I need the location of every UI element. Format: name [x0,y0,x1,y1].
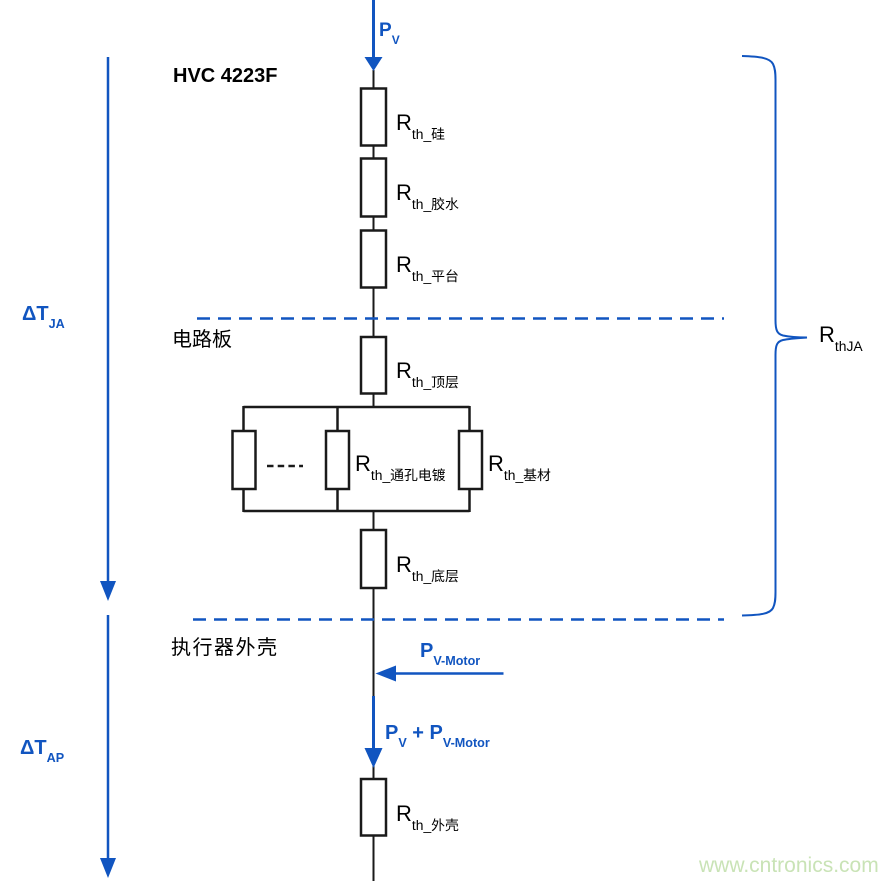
dtja-label: ΔTJA [22,303,65,332]
rthja-brace [741,55,808,617]
rthja-label: RthJA [819,322,863,354]
resistor-substrate [457,429,484,491]
resistor-platform [359,229,388,289]
psum-arrowhead-icon [364,748,383,768]
resistor-top-layer-label: Rth_顶层 [396,358,459,390]
pvmotor-label: PV-Motor [420,640,481,669]
resistor-housing-label: Rth_外壳 [396,801,459,833]
resistor-silicon-label: Rth_硅 [396,110,446,142]
resistor-bottom-layer [359,528,388,590]
pvmotor-arrowhead-icon [375,665,396,682]
psum-label: PV + PV-Motor [385,722,490,751]
chip-title: HVC 4223F [173,65,278,87]
resistor-housing [359,777,388,837]
resistor-top-layer [359,335,388,395]
parallel-network-wires [242,405,471,513]
resistor-bottom-layer-label: Rth_底层 [396,552,459,584]
dtap-arrowhead-icon [100,858,116,878]
resistor-parallel-extra [231,429,257,491]
actuator-section-label: 执行器外壳 [171,637,279,659]
resistor-platform-label: Rth_平台 [396,252,459,284]
resistor-glue [359,157,388,218]
pv-label: PV [379,20,400,47]
resistor-silicon [359,87,388,147]
pv-arrowhead-icon [364,57,383,71]
resistor-via-plating [324,429,351,491]
resistor-via-plating-label: Rth_通孔电镀 [355,451,446,483]
watermark: www.cntronics.com [699,854,879,877]
board-section-label: 电路板 [172,329,232,351]
resistor-glue-label: Rth_胶水 [396,180,459,212]
dtap-label: ΔTAP [20,737,65,766]
dtja-arrowhead-icon [100,581,116,601]
resistor-substrate-label: Rth_基材 [488,451,551,483]
